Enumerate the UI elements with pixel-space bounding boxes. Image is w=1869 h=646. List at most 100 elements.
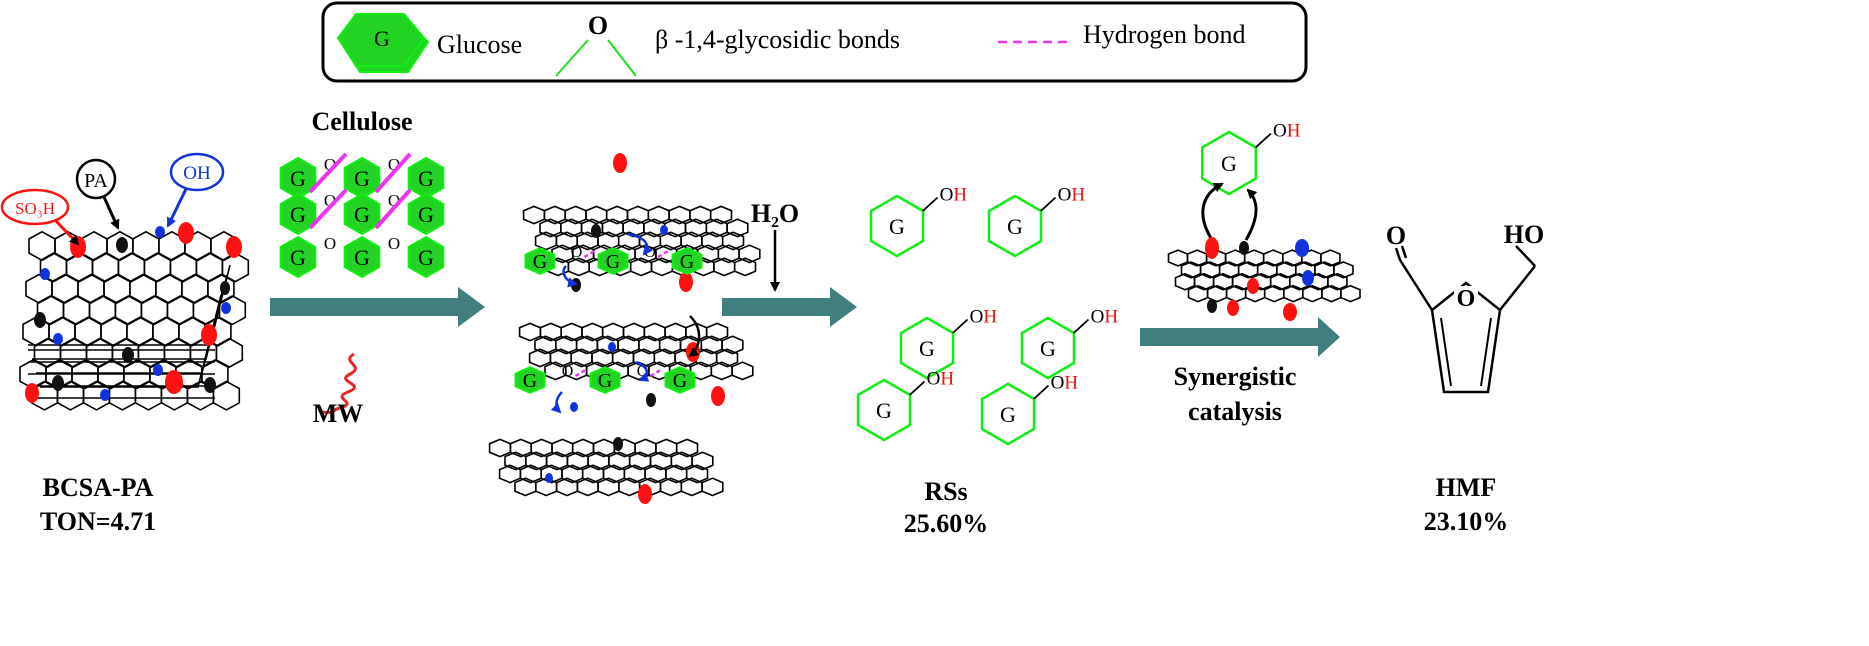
graphene-hexagon <box>1180 261 1202 279</box>
graphene-hexagon <box>212 380 241 411</box>
hbond <box>583 249 596 259</box>
cellulose-hbond <box>374 188 412 230</box>
arrow-step1: MW <box>270 287 485 428</box>
link-o: O <box>571 244 583 261</box>
hmf-o-label: O <box>1386 221 1406 250</box>
oh-bond <box>1040 196 1057 212</box>
so3h-site <box>711 386 725 406</box>
graphene-hexagon <box>1256 261 1278 279</box>
oh-bond <box>1255 132 1272 149</box>
rss-glucose-oh: OH <box>1091 307 1119 328</box>
so3h-site <box>1283 303 1297 321</box>
cellulose-glucose-symbol: G <box>290 245 306 270</box>
cellulose-glucose <box>279 235 317 279</box>
oh-bond <box>1515 245 1536 267</box>
pa-site <box>34 312 46 328</box>
furan-double-bond-left <box>1440 317 1452 387</box>
legend-hbond-label: Hydrogen bond <box>1083 20 1245 49</box>
cellulose-hbond <box>308 188 348 230</box>
graphene-hexagon <box>1327 272 1348 291</box>
proton-arrow <box>627 232 653 256</box>
legend-bond-label: β -1,4-glycosidic bonds <box>655 25 900 54</box>
rss-glucose-oh: OH <box>1051 373 1079 394</box>
mid-glucose-bottom-symbol: G <box>598 370 612 392</box>
proton-arrow <box>635 360 650 382</box>
rss-glucose-symbol: G <box>1000 402 1016 427</box>
rss-glucose-oh: OH <box>940 185 968 206</box>
graphene-hexagon <box>701 477 724 497</box>
catalyst-stack: SO₃H PA OH BCSA-PA TON=4.71 <box>0 152 250 536</box>
graphene-hexagon <box>1206 284 1228 303</box>
cellulose-link-o: O <box>324 234 336 253</box>
oh-site <box>155 226 165 238</box>
arrow3-shaft <box>1140 328 1320 346</box>
pa-site <box>116 237 128 253</box>
rss-glucose-symbol: G <box>1007 214 1023 239</box>
graphene-hexagon <box>1276 261 1297 279</box>
oh-bond <box>909 380 926 396</box>
graphene-hexagon <box>1320 249 1341 267</box>
so3h-site <box>1205 237 1219 259</box>
so3h-site <box>1247 278 1259 294</box>
pa-site <box>122 347 134 363</box>
rss-glucose-symbol: G <box>919 336 935 361</box>
oh-site <box>570 402 578 412</box>
sheet-edge <box>40 294 222 388</box>
so3h-site <box>638 484 652 504</box>
aldehyde-bond <box>1398 259 1434 311</box>
graphene-hexagon <box>1262 249 1284 267</box>
oh-site <box>100 389 110 401</box>
graphene-hexagon <box>522 205 546 225</box>
cellulose-label: Cellulose <box>311 107 412 136</box>
cellulose-hbond <box>374 152 412 194</box>
pa-arrow <box>688 315 701 358</box>
cellulose-glucose-symbol: G <box>354 202 370 227</box>
graphene-hexagon <box>733 257 757 277</box>
graphene-hexagon <box>1314 261 1335 279</box>
mid-glucose-bottom <box>514 366 546 394</box>
graphene-hexagon <box>518 322 542 342</box>
legend-glucose-hexagon-front <box>336 13 426 67</box>
mid-glucose-top-symbol: G <box>606 251 620 273</box>
furan-ring <box>1430 281 1502 394</box>
h2o-label: H₂O <box>751 199 799 228</box>
step3-glucose-oh: OH <box>1273 121 1301 142</box>
cellulose-glucose-symbol: G <box>354 166 370 191</box>
cellulose-glucose-symbol: G <box>290 166 306 191</box>
graphene-hexagon <box>1167 249 1189 267</box>
so3h-site <box>25 383 39 403</box>
pa-arrow <box>102 196 120 230</box>
oh-site <box>153 364 163 376</box>
oh-site <box>660 225 668 235</box>
graphene-hexagon <box>705 322 729 342</box>
pa-site <box>204 377 216 393</box>
graphene-hexagon <box>1174 272 1196 291</box>
cellulose-glucose-symbol: G <box>418 166 434 191</box>
mid-glucose-top-symbol: G <box>680 251 694 273</box>
legend-bond-left <box>555 39 589 77</box>
arrow1-head <box>458 287 485 327</box>
hmf-name: HMF <box>1436 473 1497 502</box>
step3-arrow-right <box>1244 188 1258 241</box>
oh-site <box>1302 270 1314 286</box>
graphene-hexagon <box>685 464 709 484</box>
oh-site <box>53 333 63 345</box>
cellulose-glucose <box>407 235 445 279</box>
graphene-hexagon <box>488 438 512 458</box>
oh-site <box>608 342 616 352</box>
ch2-bond <box>1499 265 1536 311</box>
hmf-ho-label: HO <box>1504 220 1544 249</box>
mw-label: MW <box>313 399 364 428</box>
rss-yield: 25.60% <box>904 509 989 538</box>
graphene-hexagon <box>726 218 749 238</box>
step3: GOH Synergistic catalysis <box>1140 121 1361 426</box>
oh-arrow <box>166 188 188 228</box>
so3h-site <box>165 370 183 394</box>
mid-glucose-bottom <box>664 366 696 394</box>
graphene-hexagon <box>28 230 56 262</box>
cellulose-glucose-symbol: G <box>290 202 306 227</box>
ring-o-mask <box>1454 286 1478 310</box>
